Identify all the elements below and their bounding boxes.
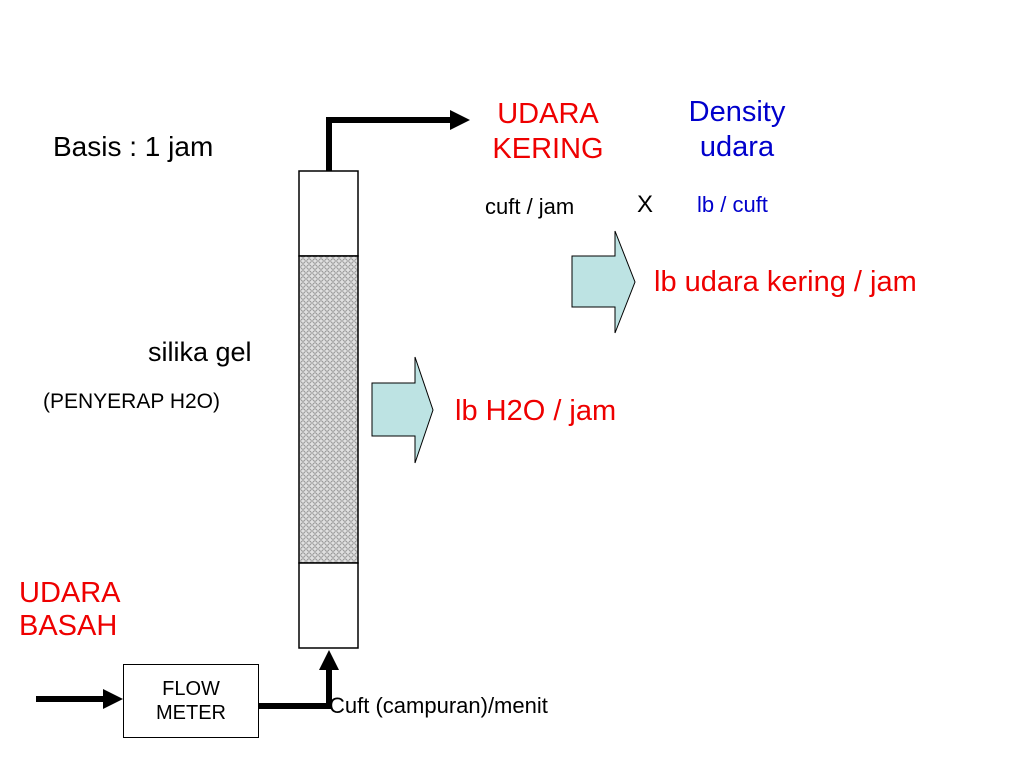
flow-unit-label: Cuft (campuran)/menit — [329, 693, 548, 718]
flow-meter-line1: FLOW — [162, 678, 220, 700]
dry-air-result-arrow — [571, 230, 636, 334]
density-label-line1: Density — [688, 96, 786, 128]
inlet-label: UDARA BASAH — [19, 577, 121, 644]
density-unit-label: lb / cuft — [697, 192, 768, 217]
outlet-label: UDARA KERING — [478, 97, 618, 167]
column-bottom-section — [298, 562, 359, 649]
outlet-pipe — [326, 117, 452, 171]
outlet-label-line2: KERING — [492, 132, 604, 165]
feed-arrowhead — [319, 650, 339, 670]
silica-gel-label: silika gel — [148, 337, 252, 367]
flow-meter-line2: METER — [156, 702, 226, 724]
outlet-label-line1: UDARA — [497, 98, 599, 130]
feed-pipe — [259, 668, 332, 709]
multiply-sign: X — [637, 191, 654, 218]
inlet-label-line2: BASAH — [19, 610, 118, 643]
column-top-section — [298, 170, 359, 257]
basis-label: Basis : 1 jam — [53, 131, 214, 162]
outlet-unit-label: cuft / jam — [485, 194, 575, 219]
density-label-line2: udara — [699, 130, 775, 163]
dry-air-result-label: lb udara kering / jam — [654, 266, 917, 298]
water-result-arrow — [371, 356, 434, 464]
silica-gel-sublabel: (PENYERAP H2O) — [43, 390, 220, 413]
flow-meter-box: FLOW METER — [123, 664, 259, 738]
inlet-arrowhead — [103, 689, 123, 709]
density-label: Density udara — [667, 95, 807, 165]
silica-gel-bed — [298, 255, 359, 564]
water-result-label: lb H2O / jam — [455, 395, 617, 427]
outlet-arrowhead — [450, 110, 470, 130]
inlet-label-line1: UDARA — [19, 577, 121, 609]
